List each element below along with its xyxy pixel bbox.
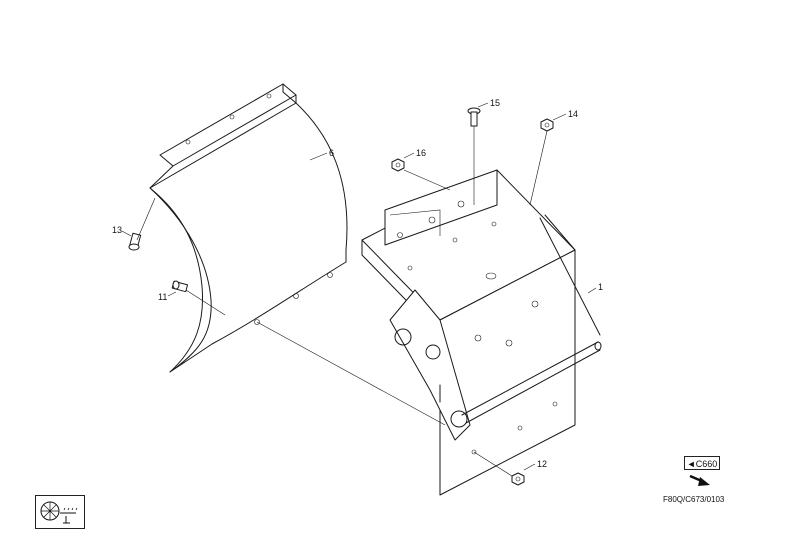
callout-11: 11 <box>158 292 167 302</box>
bolt-part-13 <box>128 232 142 251</box>
callout-1: 1 <box>598 282 603 292</box>
chopper-machine-logo <box>35 495 85 529</box>
bolt-part-11 <box>171 280 189 293</box>
assembly-lines <box>136 126 548 477</box>
deflector-plate-part-6 <box>149 83 348 373</box>
drawing-code: F80Q/C673/0103 <box>663 495 725 504</box>
nut-part-16 <box>391 158 405 172</box>
screw-part-15 <box>467 107 481 127</box>
callout-12: 12 <box>537 459 547 469</box>
callout-6: 6 <box>329 148 334 158</box>
nut-part-12 <box>511 472 525 486</box>
callout-14: 14 <box>568 109 578 119</box>
reference-box[interactable]: ◄C660 <box>684 456 720 470</box>
callout-15: 15 <box>490 98 500 108</box>
nut-part-14 <box>540 118 554 132</box>
callout-13: 13 <box>112 225 122 235</box>
callout-16: 16 <box>416 148 426 158</box>
leader-lines <box>121 102 597 471</box>
arrow-down-right-icon <box>689 474 710 486</box>
main-bracket-part-1 <box>361 169 602 496</box>
